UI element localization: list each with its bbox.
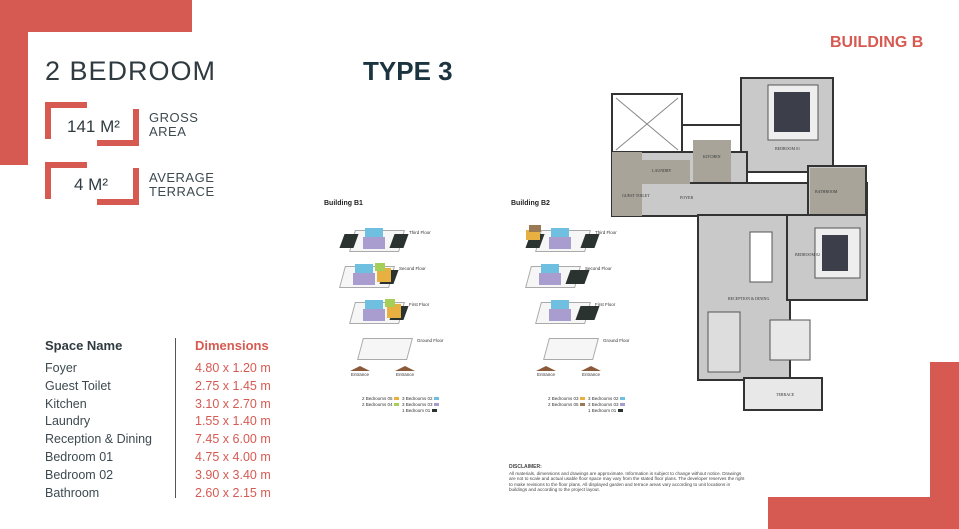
table-divider bbox=[175, 338, 176, 498]
floor-label: Second Floor bbox=[585, 266, 612, 271]
unit-block bbox=[365, 300, 383, 309]
terrace-label-1: AVERAGE bbox=[149, 170, 215, 185]
disclaimer-text: All materials, dimensions and drawings a… bbox=[509, 470, 745, 493]
floor-label: Ground Floor bbox=[417, 338, 444, 343]
floor-label: Ground Floor bbox=[603, 338, 630, 343]
unit-block bbox=[529, 225, 541, 232]
unit-block bbox=[375, 263, 385, 271]
room-bedroom-01: BEDROOM 01 bbox=[775, 146, 800, 151]
unit-block bbox=[365, 228, 383, 237]
room-bathroom: BATHROOM bbox=[815, 189, 838, 194]
disclaimer-title: DISCLAIMER: bbox=[509, 464, 542, 470]
disclaimer: DISCLAIMER:All materials, dimensions and… bbox=[509, 464, 749, 493]
table-row-name: Kitchen bbox=[45, 396, 87, 411]
legend-item: 2 Bedrooms 05 bbox=[362, 396, 399, 402]
room-foyer: FOYER bbox=[680, 195, 693, 200]
room-bedroom-02: BEDROOM 02 bbox=[795, 252, 820, 257]
table-row-dim: 7.45 x 6.00 m bbox=[195, 432, 271, 447]
gross-label-2: AREA bbox=[149, 124, 187, 139]
legend-swatch bbox=[619, 397, 625, 400]
table-row-dim: 2.75 x 1.45 m bbox=[195, 378, 271, 393]
entrance-label: Entrance bbox=[582, 372, 601, 377]
unit-block bbox=[353, 273, 375, 285]
table-row-name: Bedroom 02 bbox=[45, 467, 114, 482]
entrance-label: Entrance bbox=[351, 372, 370, 377]
legend-swatch bbox=[393, 397, 399, 400]
building-b1-title: Building B1 bbox=[324, 200, 363, 207]
legend-swatch bbox=[579, 403, 585, 406]
legend-item: 1 Bedroom 01 bbox=[402, 408, 437, 414]
legend-item: 3 Bedrooms 03 bbox=[402, 402, 439, 408]
terrace-value: 4 M² bbox=[74, 175, 108, 194]
room-guest-toilet: GUEST TOILET bbox=[622, 193, 650, 198]
gross-area-value: 141 M² bbox=[67, 117, 120, 136]
legend-swatch bbox=[579, 397, 585, 400]
entrance-roof-icon bbox=[350, 366, 370, 371]
building-b2-title: Building B2 bbox=[511, 200, 550, 207]
table-row-name: Reception & Dining bbox=[45, 432, 153, 447]
building-label: BUILDING B bbox=[830, 34, 924, 51]
unit-block bbox=[551, 228, 569, 237]
floor-label: Third Floor bbox=[409, 230, 431, 235]
entrance-label: Entrance bbox=[396, 372, 415, 377]
table-row-dim: 2.60 x 2.15 m bbox=[195, 485, 271, 500]
decor-bottom-bar bbox=[768, 497, 959, 529]
table-row-dim: 3.90 x 3.40 m bbox=[195, 467, 271, 482]
legend-swatch bbox=[393, 403, 399, 406]
unit-block bbox=[355, 264, 373, 273]
legend-swatch bbox=[433, 397, 439, 400]
legend-swatch bbox=[431, 409, 437, 412]
unit-block bbox=[549, 237, 571, 249]
decor-top-bar bbox=[0, 0, 192, 32]
entrance-label: Entrance bbox=[537, 372, 556, 377]
table-row-name: Bedroom 01 bbox=[45, 450, 114, 464]
floor-label: First Floor bbox=[595, 302, 616, 307]
table-row-name: Foyer bbox=[45, 361, 77, 375]
legend-item: 2 Bedrooms 03 bbox=[548, 396, 585, 402]
legend-item: 3 Bedrooms 03 bbox=[588, 402, 625, 408]
unit-block bbox=[387, 304, 401, 318]
legend-item: 3 Bedrooms 02 bbox=[588, 396, 625, 402]
unit-block bbox=[377, 268, 391, 282]
terrace-label-2: TERRACE bbox=[149, 184, 215, 199]
unit-type: TYPE 3 bbox=[363, 56, 453, 86]
legend-item: 2 Bedrooms 05 bbox=[548, 402, 585, 408]
legend-swatch bbox=[433, 403, 439, 406]
table-row-dim: 4.75 x 4.00 m bbox=[195, 450, 271, 464]
floor-label: Second Floor bbox=[399, 266, 426, 271]
entrance-roof-icon bbox=[581, 366, 601, 371]
table-row-dim: 4.80 x 1.20 m bbox=[195, 361, 271, 375]
table-row-name: Bathroom bbox=[45, 485, 100, 500]
bedroom-title: 2 BEDROOM bbox=[45, 56, 217, 86]
legend-item: 2 Bedrooms 04 bbox=[362, 402, 399, 408]
gross-label-1: GROSS bbox=[149, 110, 199, 125]
legend-swatch bbox=[619, 403, 625, 406]
floor-label: Third Floor bbox=[595, 230, 617, 235]
table-row-name: Laundry bbox=[45, 414, 91, 429]
col-dimensions: Dimensions bbox=[195, 338, 269, 353]
table-row-name: Guest Toilet bbox=[45, 378, 111, 393]
entrance-roof-icon bbox=[395, 366, 415, 371]
room-kitchen: KITCHEN bbox=[703, 154, 721, 159]
legend-swatch bbox=[617, 409, 623, 412]
unit-block bbox=[385, 299, 395, 307]
unit-block bbox=[539, 273, 561, 285]
floor-label: First Floor bbox=[409, 302, 430, 307]
table-row-dim: 1.55 x 1.40 m bbox=[195, 414, 271, 429]
unit-block bbox=[363, 237, 385, 249]
unit-block bbox=[549, 309, 571, 321]
unit-block bbox=[551, 300, 569, 309]
room-reception-dining: RECEPTION & DINING bbox=[728, 296, 769, 301]
unit-block bbox=[526, 230, 540, 240]
room-laundry: LAUNDRY bbox=[652, 168, 671, 173]
legend-item: 1 Bedroom 01 bbox=[588, 408, 623, 414]
table-row-dim: 3.10 x 2.70 m bbox=[195, 396, 271, 411]
col-space-name: Space Name bbox=[45, 338, 123, 353]
unit-block bbox=[541, 264, 559, 273]
entrance-roof-icon bbox=[536, 366, 556, 371]
decor-left-bar bbox=[0, 0, 28, 165]
unit-block bbox=[363, 309, 385, 321]
room-terrace: TERRACE bbox=[776, 392, 795, 397]
legend-item: 3 Bedrooms 02 bbox=[402, 396, 439, 402]
